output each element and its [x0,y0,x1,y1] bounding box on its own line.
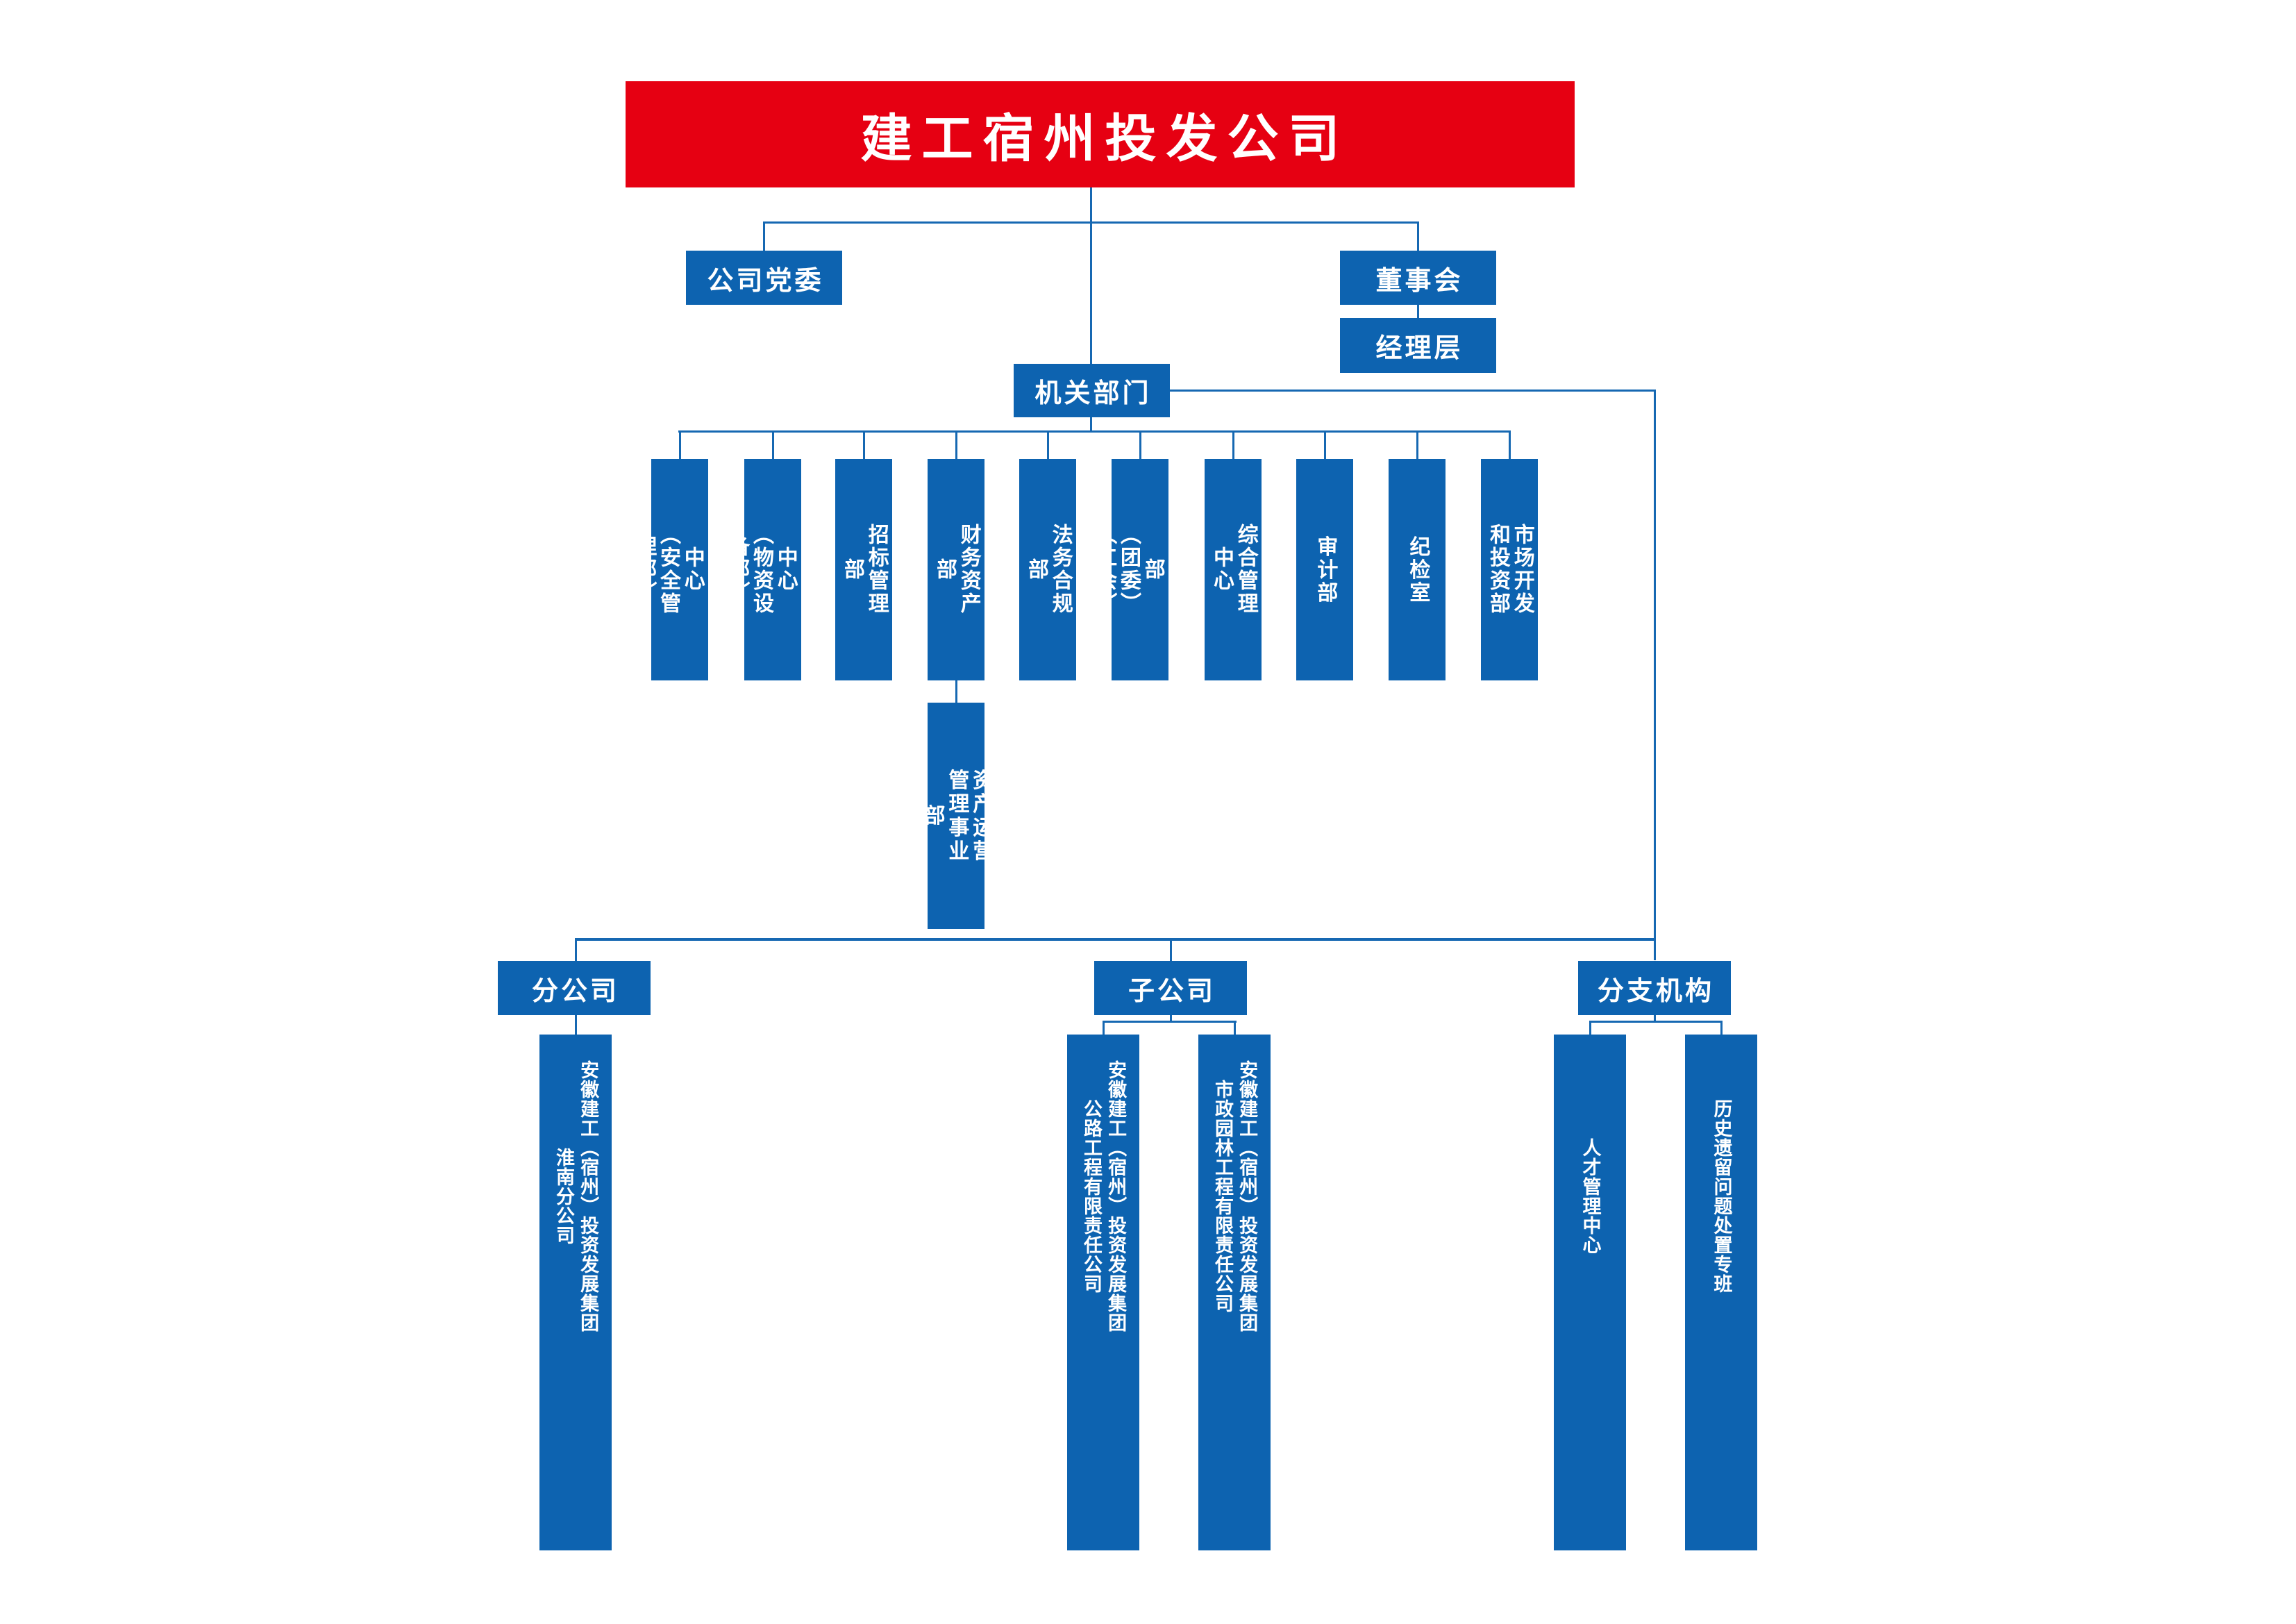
connector-subco-child2 [1234,1021,1236,1035]
box-asset-operation-division: 资产运营管理事业部 [921,703,992,929]
dept-label: 纪检室 [1406,535,1430,604]
box-dept-legal-compliance: 法务合规部 [1019,459,1076,680]
connector-dept-stub [1047,430,1049,459]
management-label: 经理层 [1375,334,1464,363]
box-huainan-branch: 安徽建工（宿州）投资发展集团 淮南分公司 [539,1035,612,1550]
party-committee-label: 公司党委 [707,266,824,296]
connector-dept-stub [1139,430,1141,459]
connector-subco-stub [1170,941,1172,961]
branch-org-label: 分支机构 [1597,976,1714,1006]
municipal-landscape-label: 安徽建工（宿州）投资发展集团 市政园林工程有限责任公司 [1212,1060,1258,1332]
subsidiary-label: 子公司 [1128,976,1216,1006]
company-title: 建工宿州投发公司 [860,110,1350,167]
box-subsidiary-group: 子公司 [1094,961,1247,1015]
box-talent-mgmt-center: 人才管理中心 [1554,1035,1626,1550]
box-dept-finance-assets: 财务资产部 [928,459,984,680]
dept-label: 法务合规部 [1025,524,1072,616]
connector-hq-down [1090,417,1092,432]
box-management: 经理层 [1340,318,1496,373]
connector-branchco-stub [575,941,577,961]
connector-finance-asset [955,680,957,703]
connector-right-branch-horizontal [1170,390,1656,392]
connector-dept-stub [679,430,681,459]
branch-company-label: 分公司 [531,976,619,1006]
legacy-issues-label: 历史遗留问题处置专班 [1711,1099,1732,1294]
box-board: 董事会 [1340,251,1496,305]
box-municipal-landscape-co: 安徽建工（宿州）投资发展集团 市政园林工程有限责任公司 [1198,1035,1271,1550]
dept-label: 成本管理中心 （物资设备部） [726,524,821,616]
connector-party-stub [763,221,765,251]
connector-dept-stub [1509,430,1511,459]
connector-branchorg-child2 [1720,1021,1723,1035]
connector-branchorg-horizontal [1589,1021,1723,1023]
connector-dept-stub [1416,430,1418,459]
box-dept-general-mgmt: 综合管理中心 [1205,459,1262,680]
highway-engineering-label: 安徽建工（宿州）投资发展集团 公路工程有限责任公司 [1081,1060,1127,1332]
asset-operation-label: 资产运营管理事业部 [921,769,993,863]
dept-label: 审计部 [1314,535,1337,604]
talent-mgmt-label: 人才管理中心 [1579,1138,1601,1255]
dept-label: 综合管理中心 [1210,524,1257,616]
box-dept-market-investment: 市场开发和投资部 [1481,459,1538,680]
connector-bottom-horizontal [575,938,1656,941]
connector-dept-stub [863,430,865,459]
connector-branchorg-child1 [1589,1021,1591,1035]
connector-subco-down [1170,1015,1172,1022]
box-dept-discipline: 纪检室 [1389,459,1446,680]
box-dept-cost-mgmt: 成本管理中心 （物资设备部） [726,459,821,680]
connector-dept-stub [1324,430,1326,459]
company-title-banner: 建工宿州投发公司 [626,81,1575,187]
hq-departments-label: 机关部门 [1034,379,1152,408]
box-party-committee: 公司党委 [686,251,842,305]
connector-board-stub [1417,221,1419,251]
box-branch-company-group: 分公司 [498,961,651,1015]
connector-branchorg-down [1654,1015,1656,1022]
box-dept-bidding: 招标管理部 [835,459,892,680]
dept-label: 市场开发和投资部 [1486,524,1534,616]
box-dept-party-organization: 党委组织部 （团委）（工会） [1093,459,1189,680]
box-hq-departments: 机关部门 [1014,364,1170,417]
connector-dept-stub [772,430,774,459]
connector-board-management [1417,305,1419,318]
box-branch-org-group: 分支机构 [1578,961,1731,1015]
box-dept-audit: 审计部 [1296,459,1353,680]
dept-label: 党委组织部 （团委）（工会） [1093,524,1189,616]
box-legacy-issues-taskforce: 历史遗留问题处置专班 [1685,1035,1757,1550]
connector-root-vertical [1090,186,1092,364]
connector-subco-child1 [1103,1021,1105,1035]
connector-right-branch-vertical [1654,390,1656,960]
connector-branchco-child [575,1015,577,1035]
connector-dept-horizontal [678,430,1510,433]
box-dept-engineering-mgmt: 工程管理中心 （安全管理部） [632,459,728,680]
board-label: 董事会 [1375,266,1464,296]
dept-label: 财务资产部 [933,524,980,616]
dept-label: 招标管理部 [841,524,888,616]
dept-label: 工程管理中心 （安全管理部） [632,524,728,616]
connector-dept-stub [1232,430,1234,459]
connector-subco-horizontal [1103,1021,1237,1023]
connector-dept-stub [955,430,957,459]
connector-top-horizontal [763,221,1418,224]
box-highway-engineering-co: 安徽建工（宿州）投资发展集团 公路工程有限责任公司 [1067,1035,1139,1550]
huainan-branch-label: 安徽建工（宿州）投资发展集团 淮南分公司 [553,1060,599,1332]
